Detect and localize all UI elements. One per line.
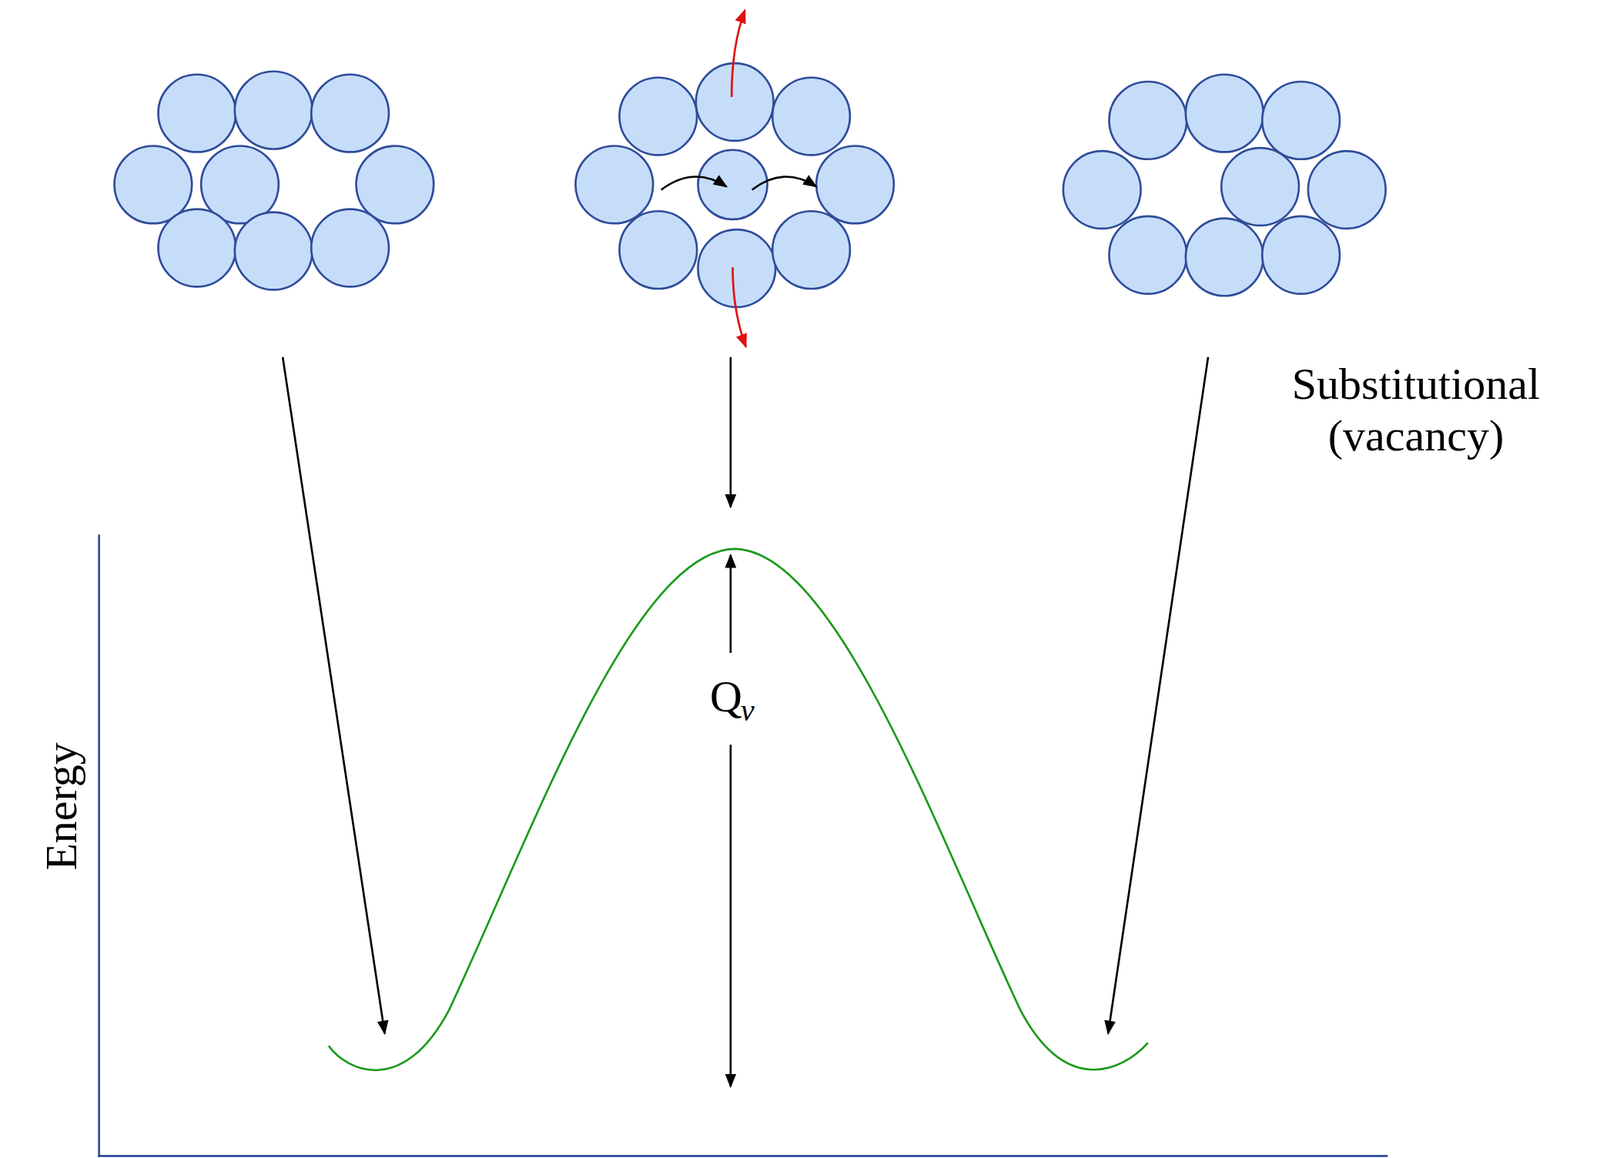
jump-arrows: [661, 177, 817, 191]
pointer-arrows: [282, 357, 1209, 1087]
energy-curve: [328, 548, 1149, 1071]
mechanism-label: Substitutional (vacancy): [1246, 358, 1586, 462]
atom-cluster-before: [114, 71, 435, 291]
axes: [97, 534, 1388, 1157]
atom-cluster-after: [1063, 74, 1386, 297]
relaxation-arrows: [731, 10, 747, 347]
activation-energy-symbol: Q: [709, 671, 743, 724]
atom-cluster-saddle: [575, 63, 894, 308]
axis-title: Energy: [36, 742, 88, 871]
activation-energy-subscript: v: [740, 692, 755, 729]
